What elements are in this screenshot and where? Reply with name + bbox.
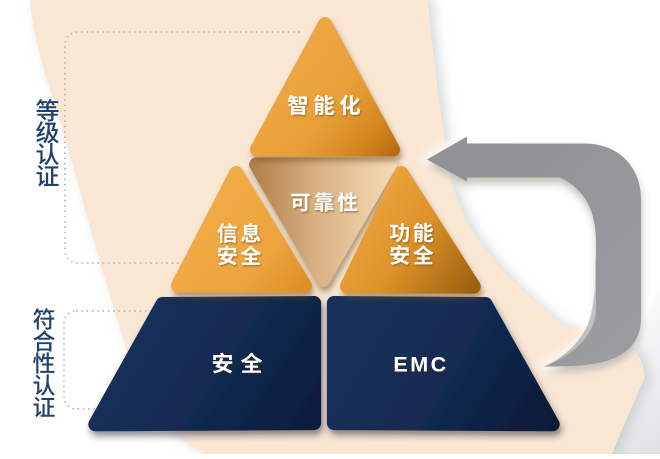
svg-text:EMC: EMC xyxy=(393,353,448,377)
